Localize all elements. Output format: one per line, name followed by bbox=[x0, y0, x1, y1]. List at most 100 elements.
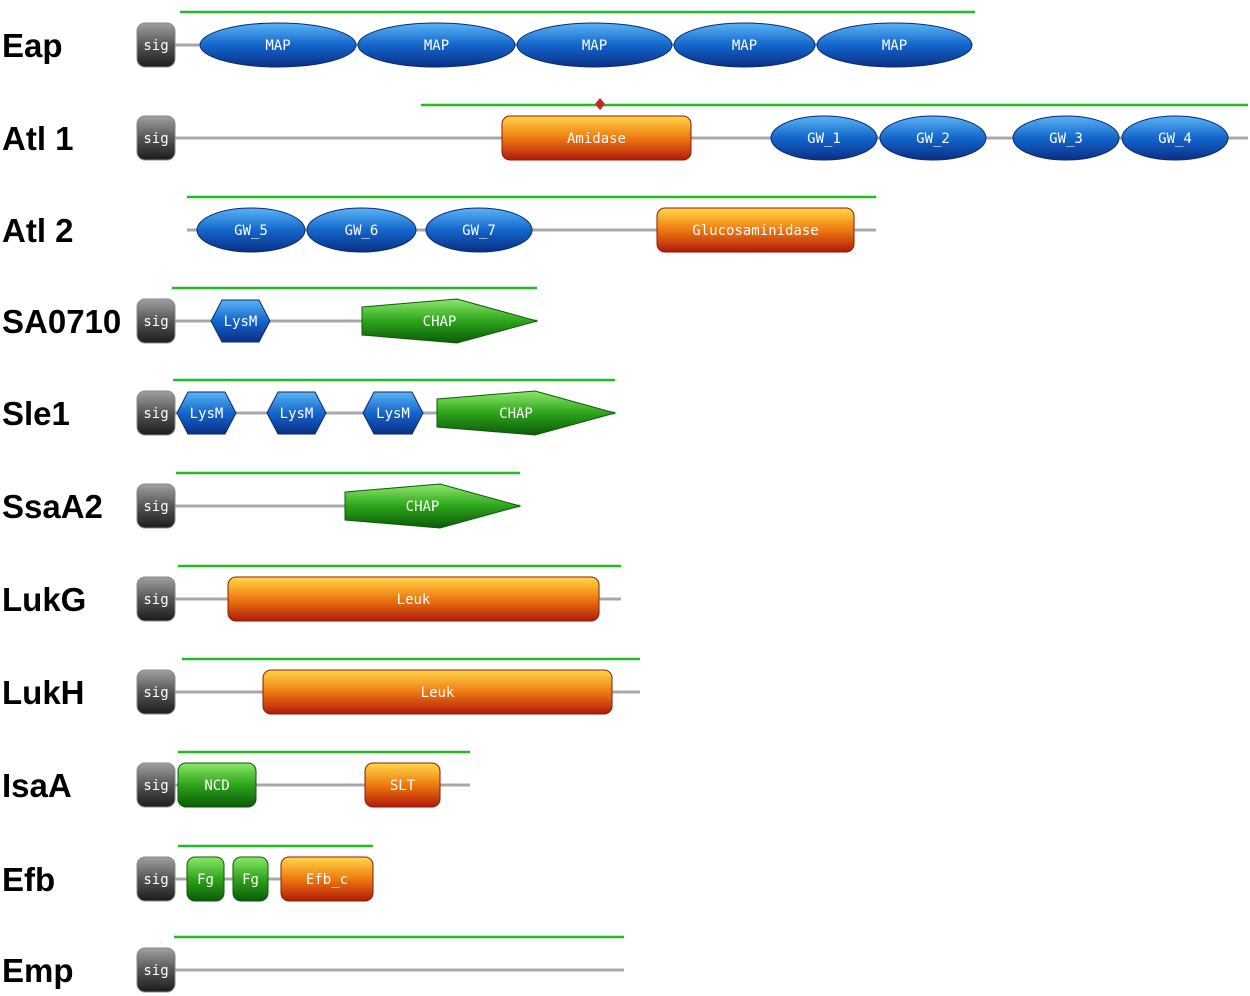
protein-name-ssaa2: SsaA2 bbox=[2, 488, 103, 525]
domain-lysm-hex: LysM bbox=[210, 299, 271, 343]
domain-lysm-hex: LysM bbox=[362, 391, 424, 435]
signal-peptide-label: sig bbox=[143, 872, 168, 888]
signal-peptide-label: sig bbox=[143, 685, 168, 701]
domain-chap-arrow: CHAP bbox=[361, 298, 539, 344]
domain-label: GW_2 bbox=[916, 131, 950, 147]
signal-peptide: sig bbox=[136, 576, 176, 622]
domain-leuk-rect: Leuk bbox=[262, 669, 613, 715]
signal-peptide: sig bbox=[136, 115, 176, 161]
domain-lysm-hex: LysM bbox=[176, 391, 237, 435]
domain-label: CHAP bbox=[499, 406, 533, 422]
domain-label: MAP bbox=[424, 38, 449, 54]
signal-peptide: sig bbox=[136, 22, 176, 68]
protein-row-atl-2: Atl 2 GW_5 GW_6 GW_7 Glucosaminidase bbox=[2, 195, 876, 253]
domain-label: Leuk bbox=[421, 685, 455, 701]
domain-efb-c-rect: Efb_c bbox=[280, 856, 374, 902]
domain-label: NCD bbox=[204, 778, 229, 794]
domain-gw-4-ellipse: GW_4 bbox=[1121, 115, 1229, 161]
site-marker-icon bbox=[595, 98, 605, 110]
domain-label: LysM bbox=[224, 314, 258, 330]
signal-peptide: sig bbox=[136, 390, 176, 436]
domain-label: CHAP bbox=[423, 314, 457, 330]
signal-peptide-label: sig bbox=[143, 499, 168, 515]
domain-gw-6-ellipse: GW_6 bbox=[306, 207, 417, 253]
signal-peptide: sig bbox=[136, 298, 176, 344]
domain-map-ellipse: MAP bbox=[673, 22, 816, 68]
domain-gw-5-ellipse: GW_5 bbox=[196, 207, 306, 253]
signal-peptide-label: sig bbox=[143, 406, 168, 422]
domain-map-ellipse: MAP bbox=[816, 22, 973, 68]
signal-peptide-label: sig bbox=[143, 778, 168, 794]
protein-name-lukh: LukH bbox=[2, 674, 85, 711]
protein-row-efb: Efb sig Fg Fg Efb_c bbox=[2, 844, 374, 902]
domain-label: GW_3 bbox=[1049, 131, 1083, 147]
protein-name-isaa: IsaA bbox=[2, 767, 72, 804]
domain-lysm-hex: LysM bbox=[266, 391, 327, 435]
signal-peptide: sig bbox=[136, 762, 176, 808]
protein-name-atl-2: Atl 2 bbox=[2, 212, 74, 249]
domain-gw-2-ellipse: GW_2 bbox=[879, 115, 987, 161]
protein-row-emp: Emp sig bbox=[2, 935, 624, 993]
domain-label: GW_1 bbox=[807, 131, 841, 147]
domain-label: Amidase bbox=[567, 131, 626, 147]
domain-map-ellipse: MAP bbox=[357, 22, 516, 68]
domain-label: MAP bbox=[265, 38, 290, 54]
signal-peptide-label: sig bbox=[143, 314, 168, 330]
protein-row-lukg: LukG sig Leuk bbox=[2, 564, 621, 622]
domain-label: MAP bbox=[732, 38, 757, 54]
protein-name-sa0710: SA0710 bbox=[2, 303, 121, 340]
domain-gw-1-ellipse: GW_1 bbox=[770, 115, 878, 161]
protein-row-sa0710: SA0710 sig LysM CHAP bbox=[2, 286, 539, 344]
domain-chap-arrow: CHAP bbox=[436, 390, 617, 436]
domain-label: LysM bbox=[376, 406, 410, 422]
protein-row-ssaa2: SsaA2 sig CHAP bbox=[2, 471, 522, 529]
domain-chap-arrow: CHAP bbox=[344, 483, 522, 529]
domain-label: LysM bbox=[190, 406, 224, 422]
domain-leuk-rect: Leuk bbox=[227, 576, 600, 622]
domain-map-ellipse: MAP bbox=[516, 22, 673, 68]
domain-ncd-rect: NCD bbox=[177, 762, 257, 808]
protein-row-lukh: LukH sig Leuk bbox=[2, 657, 640, 715]
domain-label: CHAP bbox=[406, 499, 440, 515]
signal-peptide: sig bbox=[136, 669, 176, 715]
domain-label: GW_7 bbox=[462, 223, 496, 239]
protein-name-sle1: Sle1 bbox=[2, 395, 70, 432]
domain-label: SLT bbox=[390, 778, 416, 794]
signal-peptide-label: sig bbox=[143, 963, 168, 979]
domain-label: LysM bbox=[280, 406, 314, 422]
domain-label: GW_6 bbox=[345, 223, 379, 239]
protein-name-lukg: LukG bbox=[2, 581, 86, 618]
domain-amidase-rect: Amidase bbox=[501, 115, 692, 161]
signal-peptide-label: sig bbox=[143, 131, 168, 147]
protein-row-atl-1: Atl 1 sig Amidase GW_1 GW_2 GW_3 GW_4 bbox=[2, 98, 1248, 161]
domain-label: MAP bbox=[882, 38, 907, 54]
protein-name-atl-1: Atl 1 bbox=[2, 120, 74, 157]
domain-label: Fg bbox=[197, 872, 214, 888]
signal-peptide-label: sig bbox=[143, 38, 168, 54]
domain-label: MAP bbox=[582, 38, 607, 54]
signal-peptide: sig bbox=[136, 856, 176, 902]
domain-gw-3-ellipse: GW_3 bbox=[1012, 115, 1120, 161]
domain-fg-rect: Fg bbox=[186, 856, 225, 902]
signal-peptide: sig bbox=[136, 483, 176, 529]
domain-label: Leuk bbox=[397, 592, 431, 608]
domain-label: Efb_c bbox=[306, 872, 348, 888]
protein-row-eap: Eap sig MAP MAP MAP MAP MAP bbox=[2, 10, 975, 68]
signal-peptide-label: sig bbox=[143, 592, 168, 608]
domain-glucosaminidase-rect: Glucosaminidase bbox=[656, 207, 855, 253]
domain-label: GW_4 bbox=[1158, 131, 1192, 147]
protein-name-efb: Efb bbox=[2, 861, 55, 898]
domain-gw-7-ellipse: GW_7 bbox=[425, 207, 533, 253]
domain-label: Glucosaminidase bbox=[692, 223, 818, 239]
protein-row-sle1: Sle1 sig LysM LysM LysM CHAP bbox=[2, 378, 617, 436]
domain-fg-rect: Fg bbox=[232, 856, 269, 902]
protein-name-eap: Eap bbox=[2, 27, 63, 64]
protein-name-emp: Emp bbox=[2, 952, 74, 989]
domain-label: GW_5 bbox=[234, 223, 268, 239]
domain-slt-rect: SLT bbox=[364, 762, 441, 808]
domain-label: Fg bbox=[242, 872, 259, 888]
protein-row-isaa: IsaA sig NCD SLT bbox=[2, 750, 470, 808]
domain-map-ellipse: MAP bbox=[199, 22, 357, 68]
signal-peptide: sig bbox=[136, 947, 176, 993]
